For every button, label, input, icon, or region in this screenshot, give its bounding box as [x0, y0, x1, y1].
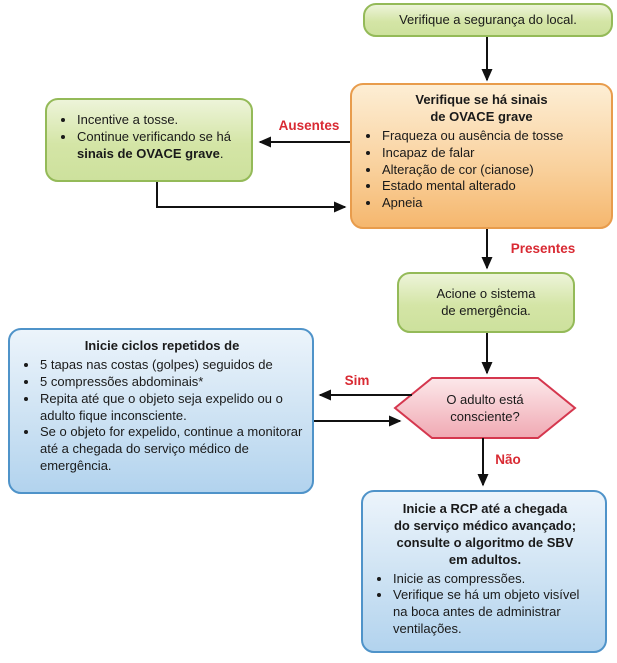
bullet-item: Fraqueza ou ausência de tosse — [381, 128, 601, 145]
bullet-item: Incentive a tosse. — [76, 112, 243, 129]
node-activate-ems: Acione o sistema de emergência. — [397, 272, 575, 333]
activate-ems-line2: de emergência. — [441, 302, 531, 318]
bullet-item: Verifique se há um objeto visível na boc… — [392, 587, 597, 638]
label-sim: Sim — [344, 373, 370, 388]
bullet-item: Estado mental alterado — [381, 178, 601, 195]
bullet-text-end: . — [219, 145, 224, 161]
decision-conscious-text: O adulto está consciente? — [405, 392, 565, 426]
repeat-cycles-bullet-list: 5 tapas nas costas (golpes) seguidos de … — [20, 357, 304, 475]
bullet-item: Alteração de cor (cianose) — [381, 162, 601, 179]
label-ausentes: Ausentes — [278, 118, 340, 133]
check-signs-bullet-list: Fraqueza ou ausência de tosse Incapaz de… — [362, 128, 601, 212]
start-cpr-title-line3: consulte o algoritmo de SBV — [396, 534, 574, 550]
repeat-cycles-title: Inicie ciclos repetidos de — [84, 338, 240, 353]
node-start-cpr: Inicie a RCP até a chegada do serviço mé… — [361, 490, 607, 653]
bullet-item: Se o objeto for expelido, continue a mon… — [39, 424, 304, 475]
bullet-item: Incapaz de falar — [381, 145, 601, 162]
check-signs-title-line1: Verifique se há sinais — [415, 92, 548, 107]
label-presentes: Presentes — [510, 241, 576, 256]
bullet-item: 5 tapas nas costas (golpes) seguidos de — [39, 357, 304, 374]
node-encourage-cough: Incentive a tosse. Continue verificando … — [45, 98, 253, 182]
bullet-item: Inicie as compressões. — [392, 571, 597, 588]
activate-ems-line1: Acione o sistema — [436, 286, 536, 301]
start-cpr-title-line1: Inicie a RCP até a chegada — [402, 501, 568, 516]
check-signs-title-line2: de OVACE grave — [430, 108, 533, 124]
node-check-signs: Verifique se há sinais de OVACE grave Fr… — [350, 83, 613, 229]
bullet-item: 5 compressões abdominais* — [39, 374, 304, 391]
bullet-item: Continue verificando se há sinais de OVA… — [76, 129, 243, 163]
node-repeat-cycles: Inicie ciclos repetidos de 5 tapas nas c… — [8, 328, 314, 494]
start-cpr-title-line2: do serviço médico avançado; — [393, 517, 577, 533]
bullet-item: Repita até que o objeto seja expelido ou… — [39, 391, 304, 425]
node-check-scene: Verifique a segurança do local. — [363, 3, 613, 37]
decision-line2: consciente? — [450, 408, 520, 424]
label-nao: Não — [495, 452, 521, 467]
node-check-scene-text: Verifique a segurança do local. — [399, 12, 577, 27]
decision-line1: O adulto está — [446, 392, 524, 407]
arrow-cough-back-to-signs — [156, 182, 347, 213]
bullet-item: Apneia — [381, 195, 601, 212]
bullet-text-bold: sinais de OVACE grave — [77, 145, 220, 161]
start-cpr-bullet-list: Inicie as compressões. Verifique se há u… — [373, 571, 597, 639]
encourage-cough-bullet-list: Incentive a tosse. Continue verificando … — [57, 112, 243, 163]
bullet-text-normal: Continue verificando se há — [77, 128, 231, 144]
start-cpr-title-line4: em adultos. — [448, 551, 522, 567]
